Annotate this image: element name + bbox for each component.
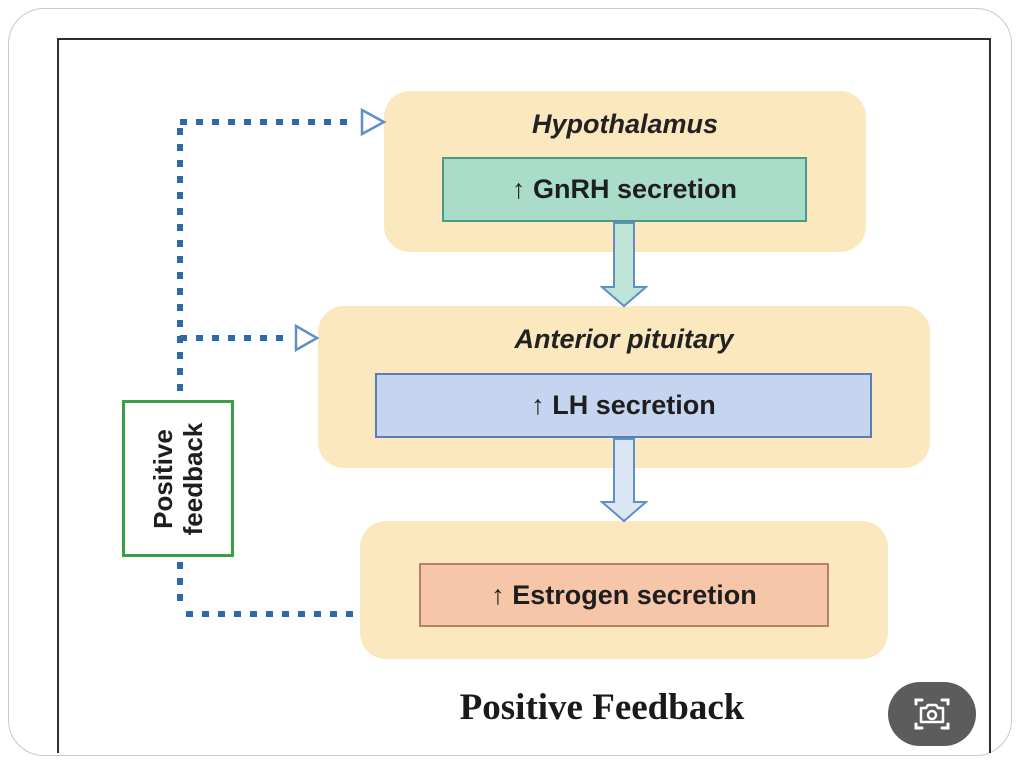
diagram-caption: Positive Feedback [459,687,745,728]
down-arrow-lh-to-estrogen [599,438,649,523]
anterior-pituitary-title: Anterior pituitary [514,324,734,354]
positive-feedback-label: Positive feedback [148,422,208,535]
positive-feedback-label-box: Positive feedback [122,400,234,557]
lens-search-button[interactable] [888,682,976,746]
down-arrow-gnrh-to-lh [599,222,649,308]
gnrh-secretion-box: ↑ GnRH secretion [442,157,807,222]
diagram-frame [57,38,991,753]
camera-search-icon [914,698,950,730]
feedback-dotted-line [177,119,358,617]
arrowhead-to-hypothalamus [360,107,387,137]
arrowhead-to-pituitary [294,323,320,353]
lh-secretion-box: ↑ LH secretion [375,373,872,438]
hypothalamus-title: Hypothalamus [531,109,719,139]
estrogen-secretion-box: ↑ Estrogen secretion [419,563,829,627]
